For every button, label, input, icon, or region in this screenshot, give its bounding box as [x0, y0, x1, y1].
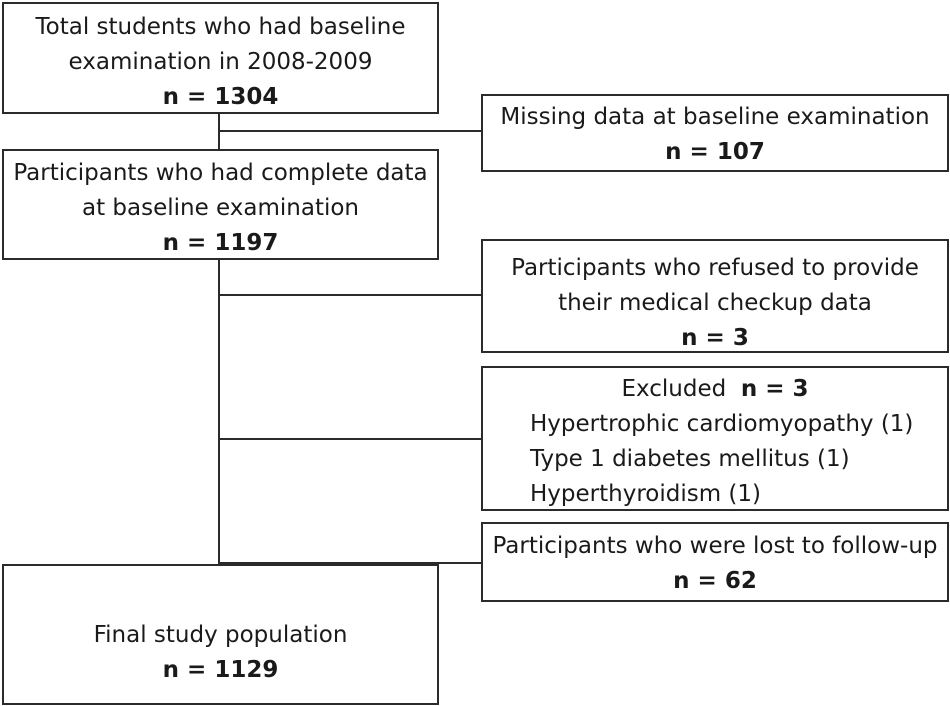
connector-branch-lost — [218, 562, 481, 564]
count-label: n = 1197 — [162, 230, 279, 256]
excluded-box: Excluded n = 3 Hypertrophic cardiomyopat… — [481, 366, 949, 511]
box-text-line: Missing data at baseline examination — [500, 104, 930, 130]
connector-main-trunk — [218, 260, 220, 564]
missing-data-box: Missing data at baseline examination n =… — [481, 94, 949, 172]
box-text-line: examination in 2008-2009 — [68, 49, 373, 75]
final-population-box: Final study population n = 1129 — [2, 564, 439, 705]
box-text-line: Total students who had baseline — [35, 14, 406, 40]
count-label: n = 107 — [665, 139, 765, 165]
total-students-box: Total students who had baseline examinat… — [2, 2, 439, 114]
excluded-item: Type 1 diabetes mellitus (1) — [530, 446, 850, 472]
excluded-heading: Excluded n = 3 — [483, 372, 947, 407]
box-text-line: their medical checkup data — [558, 290, 872, 316]
box-text-line: at baseline examination — [81, 195, 360, 221]
box-text-line: Participants who had complete data — [13, 160, 428, 186]
excluded-item: Hyperthyroidism (1) — [530, 481, 761, 507]
complete-data-box: Participants who had complete data at ba… — [2, 149, 439, 260]
count-label: n = 3 — [681, 325, 749, 351]
excluded-items-list: Hypertrophic cardiomyopathy (1) Type 1 d… — [483, 407, 947, 512]
box-text-line: Final study population — [93, 622, 348, 648]
refused-box: Participants who refused to provide thei… — [481, 239, 949, 353]
box-text-line: Participants who refused to provide — [511, 255, 919, 281]
connector-branch-excluded — [218, 438, 481, 440]
excluded-item: Hypertrophic cardiomyopathy (1) — [530, 411, 914, 437]
excluded-title: Excluded — [621, 376, 727, 402]
count-label: n = 62 — [673, 568, 757, 594]
count-label: n = 1129 — [162, 657, 279, 683]
connector-branch-missing — [218, 130, 481, 132]
box-text-line: Participants who were lost to follow-up — [492, 533, 938, 559]
count-label: n = 3 — [740, 376, 809, 402]
lost-to-follow-up-box: Participants who were lost to follow-up … — [481, 522, 949, 602]
connector-branch-refused — [218, 294, 481, 296]
count-label: n = 1304 — [162, 84, 279, 110]
